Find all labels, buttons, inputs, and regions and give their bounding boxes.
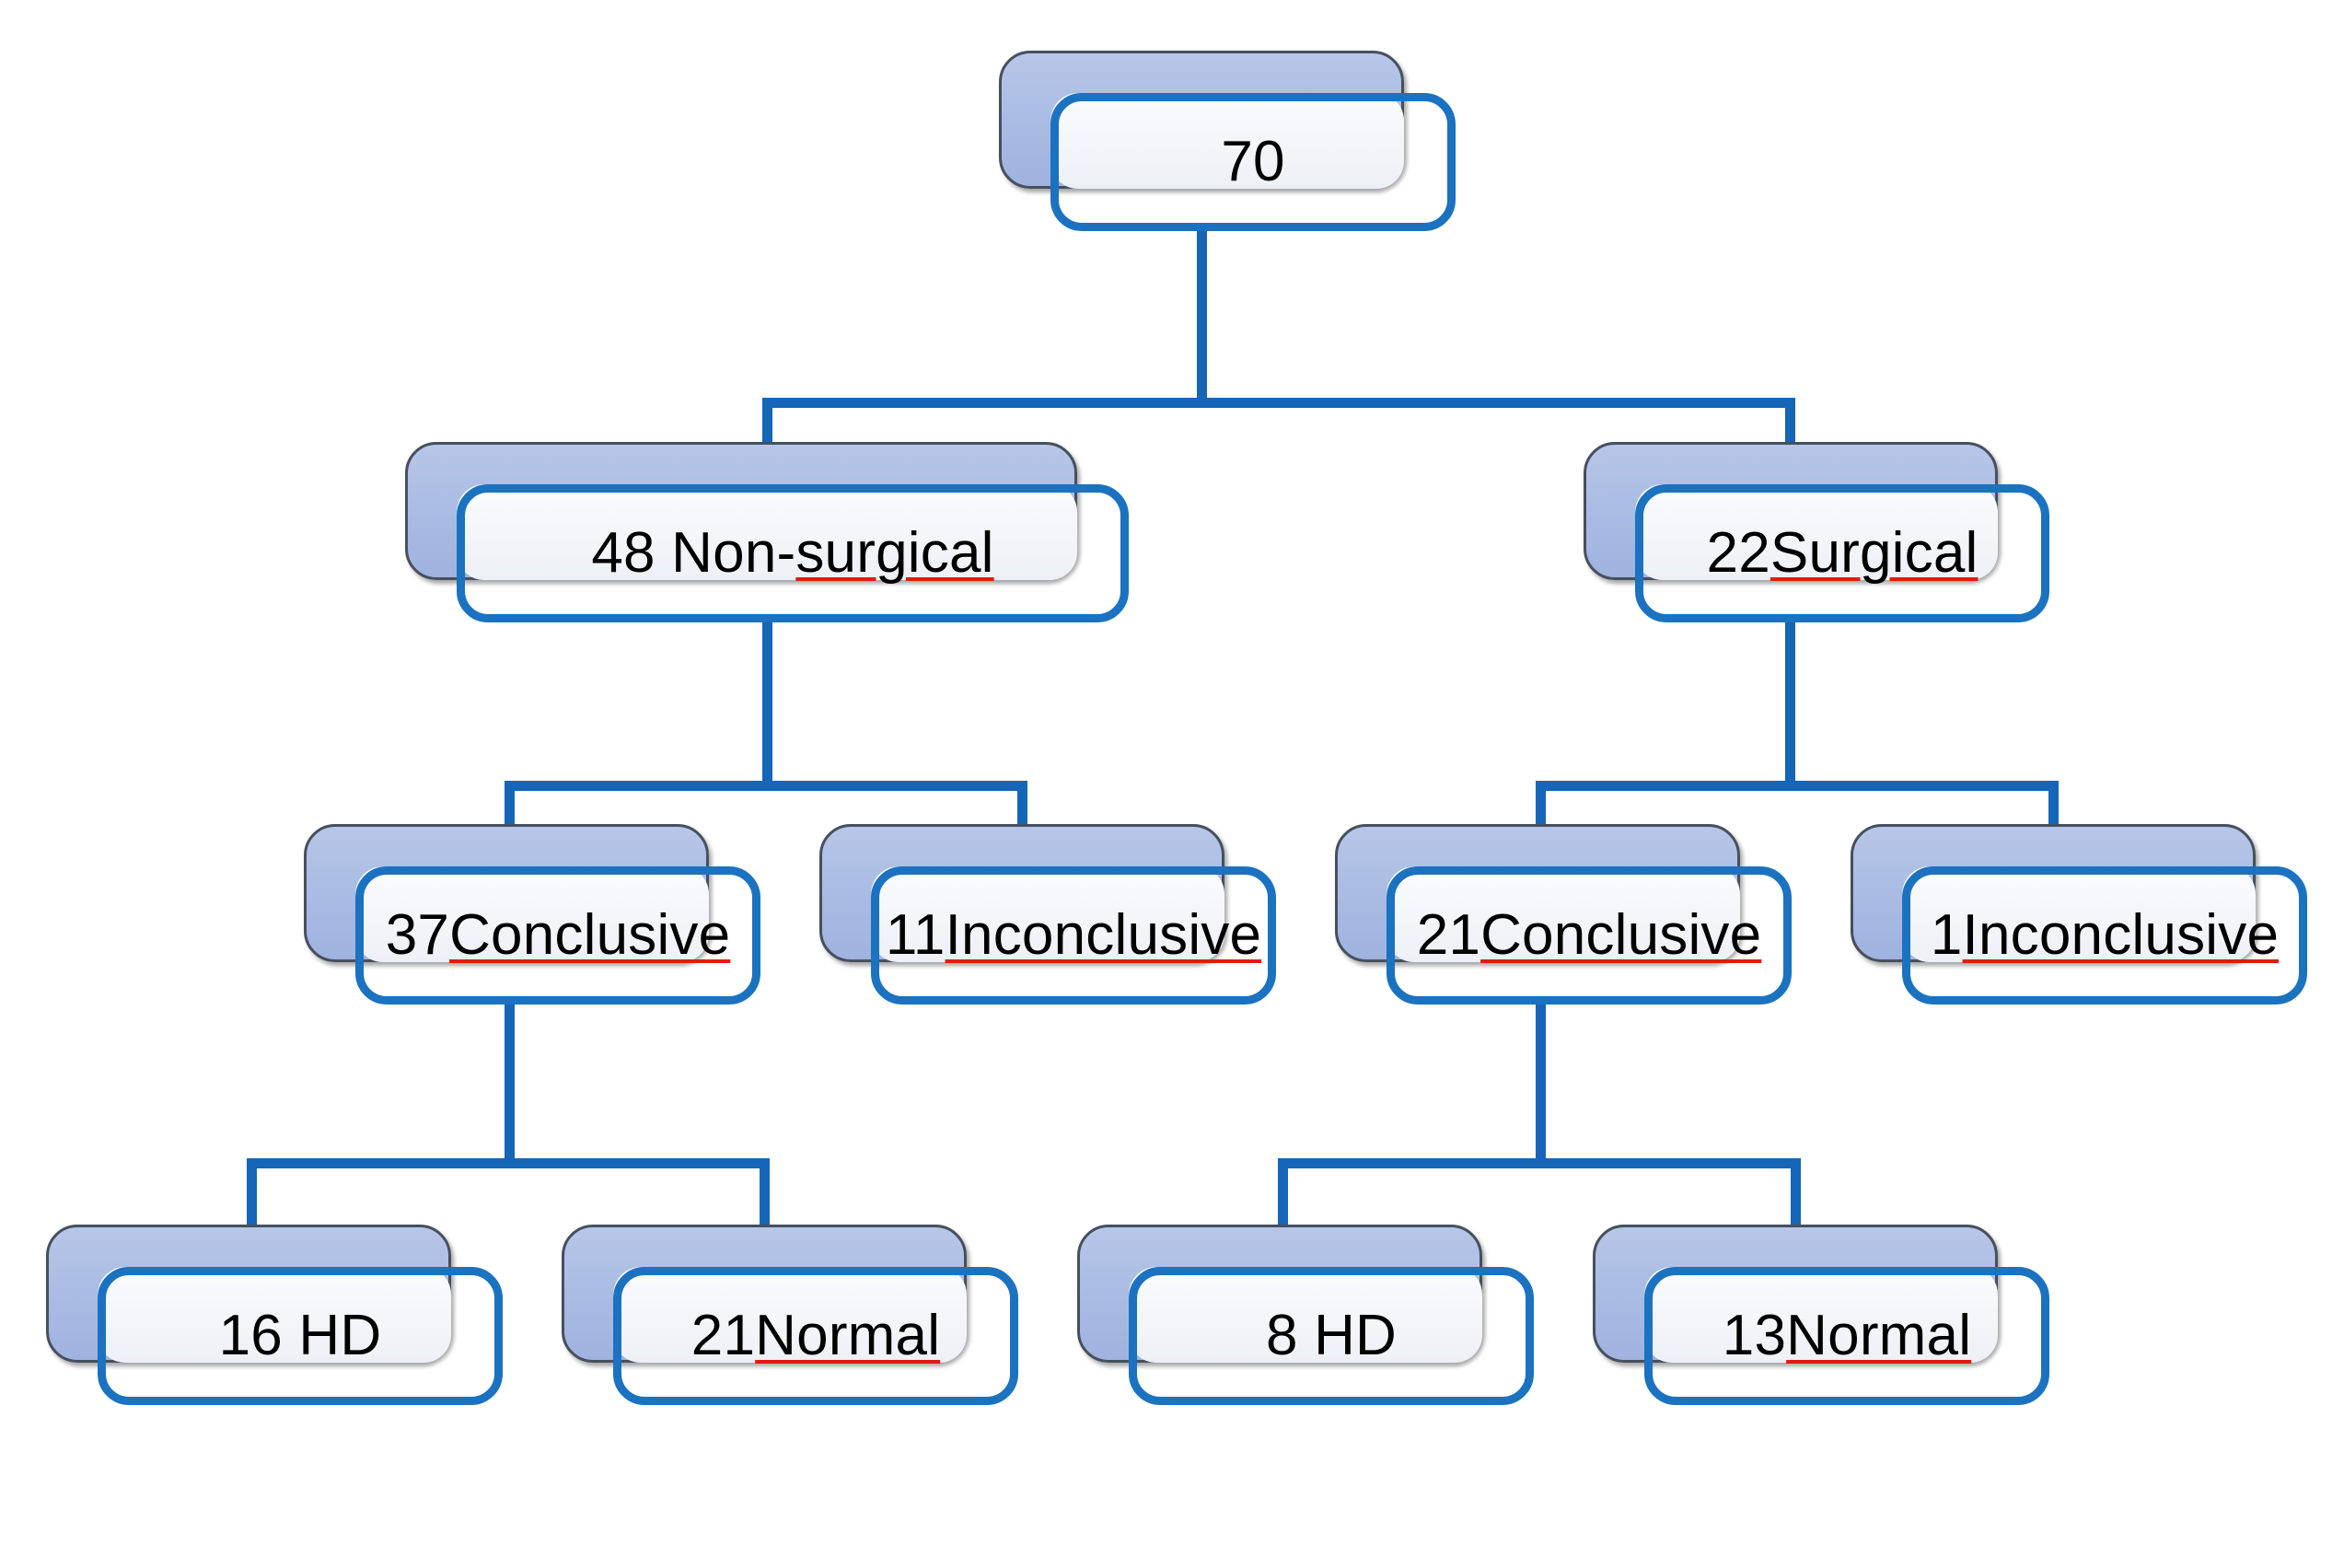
node-label-spellchecked-word: Inconclusive <box>1962 903 2280 968</box>
node-outline-card <box>1050 93 1456 231</box>
connector-level3-drop-d <box>1791 1158 1801 1243</box>
node-label: 16 HD <box>98 1267 503 1405</box>
node-label-spellchecked-word: Normal <box>755 1304 941 1368</box>
node-surg-hd[interactable]: 8 HD <box>1077 1225 1534 1405</box>
node-label-spellchecked-word: Conclusive <box>449 903 731 968</box>
connector-level1-bus <box>762 398 1795 408</box>
connector-level2-bus-right <box>1536 781 2059 791</box>
node-nonsurg-conclusive[interactable]: 37 Conclusive <box>304 824 760 1005</box>
node-surg-inconclusive[interactable]: 1 Inconclusive <box>1851 824 2307 1005</box>
node-label-text: 11 <box>885 903 946 968</box>
node-panel <box>1387 866 1740 962</box>
node-outline-card <box>457 484 1129 622</box>
connector-nonsurg-stem <box>762 619 772 784</box>
node-outline-card <box>1644 1267 2049 1405</box>
connector-level3-bus-right <box>1278 1158 1801 1168</box>
connector-level3-drop-c <box>1278 1158 1288 1243</box>
node-surgical[interactable]: 22 Surgical <box>1584 442 2049 622</box>
connector-level3-drop-a <box>247 1158 257 1243</box>
node-panel <box>355 866 709 962</box>
node-panel <box>1129 1267 1482 1363</box>
node-label-spellchecked-word: Conclusive <box>1480 903 1762 968</box>
node-label-spellchecked-word: Normal <box>1786 1304 1972 1368</box>
node-label-text: 48 Non- <box>591 521 796 586</box>
node-outline-card <box>1387 866 1792 1005</box>
node-label-text: 21 <box>690 1304 756 1368</box>
node-label: 8 HD <box>1129 1267 1534 1405</box>
node-label: 37 Conclusive <box>355 866 760 1005</box>
node-label-text: 13 <box>1722 1304 1787 1368</box>
node-outline-card <box>98 1267 503 1405</box>
node-label-text: 8 HD <box>1265 1304 1398 1368</box>
node-surg-conclusive[interactable]: 21 Conclusive <box>1335 824 1792 1005</box>
node-surg-normal[interactable]: 13 Normal <box>1593 1225 2049 1405</box>
node-label-spellchecked-word: Surgical <box>1770 521 1978 586</box>
node-label-text: 37 <box>385 903 450 968</box>
node-panel <box>98 1267 451 1363</box>
node-label: 48 Non-surgical <box>457 484 1129 622</box>
node-label-text: 22 <box>1706 521 1770 586</box>
node-label-spellchecked-word: Inconclusive <box>945 903 1262 968</box>
node-outline-card <box>1902 866 2307 1005</box>
node-nonsurg-normal[interactable]: 21 Normal <box>562 1225 1018 1405</box>
connector-level3-drop-b <box>760 1158 770 1243</box>
node-label-text: 16 HD <box>218 1304 382 1368</box>
node-label-text: 1 <box>1930 903 1963 968</box>
node-outline-card <box>1635 484 2049 622</box>
node-panel <box>1902 866 2256 962</box>
node-label-text: 70 <box>1221 130 1285 194</box>
node-panel <box>1635 484 1998 580</box>
node-label: 21 Conclusive <box>1387 866 1792 1005</box>
node-outline-card <box>871 866 1276 1005</box>
connector-level3-bus-left <box>247 1158 770 1168</box>
node-label-spellchecked-word: surgical <box>795 521 994 586</box>
node-outline-card <box>355 866 760 1005</box>
node-panel <box>457 484 1077 580</box>
node-panel <box>1644 1267 1998 1363</box>
node-label: 1 Inconclusive <box>1902 866 2307 1005</box>
node-nonsurg-hd[interactable]: 16 HD <box>46 1225 503 1405</box>
connector-root-stem <box>1197 228 1207 403</box>
connector-level2-bus-left <box>505 781 1027 791</box>
node-root[interactable]: 70 <box>999 51 1456 231</box>
node-panel <box>613 1267 967 1363</box>
connector-conclusive-stem-right <box>1536 1004 1546 1162</box>
connector-conclusive-stem-left <box>505 1004 515 1162</box>
node-outline-card <box>613 1267 1018 1405</box>
node-label: 13 Normal <box>1644 1267 2049 1405</box>
node-label: 21 Normal <box>613 1267 1018 1405</box>
node-label: 22 Surgical <box>1635 484 2049 622</box>
node-nonsurg-inconclusive[interactable]: 11 Inconclusive <box>819 824 1276 1005</box>
connector-surg-stem <box>1785 619 1795 784</box>
node-outline-card <box>1129 1267 1534 1405</box>
node-non-surgical[interactable]: 48 Non-surgical <box>405 442 1129 622</box>
node-label-text: 21 <box>1416 903 1481 968</box>
node-label: 11 Inconclusive <box>871 866 1276 1005</box>
node-panel <box>1050 93 1404 189</box>
node-label: 70 <box>1050 93 1456 231</box>
node-panel <box>871 866 1224 962</box>
